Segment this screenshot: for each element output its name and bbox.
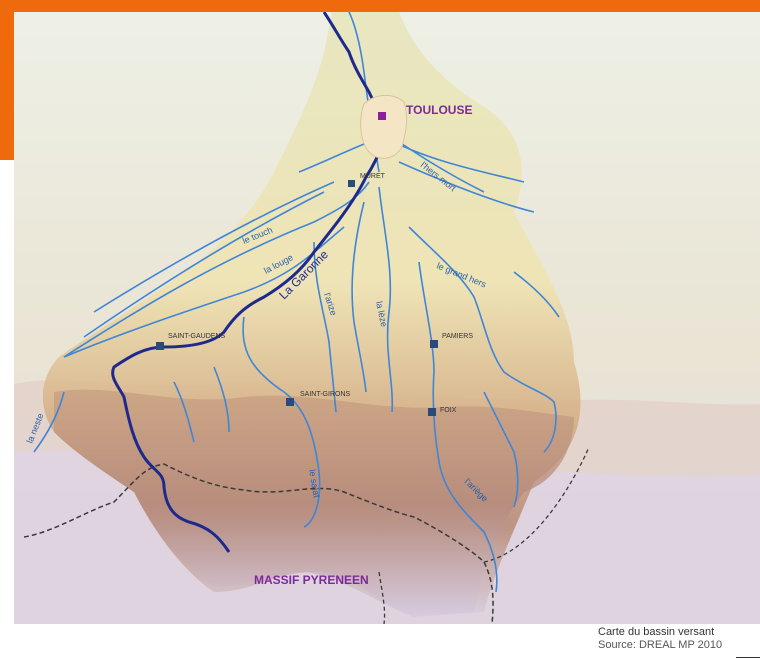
river-trib-w (173, 381, 195, 443)
caption-title: Carte du bassin versant (598, 626, 715, 638)
label-massif: MASSIF PYRENEEN (254, 573, 369, 587)
watershed-map: TOULOUSE MASSIF PYRENEEN MURET SAINT-GAU… (14, 12, 760, 624)
river-arize-low (351, 201, 367, 393)
orange-top-bar (0, 0, 760, 12)
label-muret: MURET (360, 173, 386, 180)
river-touch-tributary (83, 191, 325, 338)
river-hers-mort-3 (398, 161, 535, 213)
river-neste (33, 391, 65, 453)
label-saint-gaudens: SAINT-GAUDENS (168, 333, 226, 340)
river-grand-hers (408, 226, 557, 453)
label-toulouse: TOULOUSE (406, 103, 472, 117)
map-caption: Carte du bassin versant Source: DREAL MP… (598, 626, 722, 652)
river-small-1 (298, 141, 370, 173)
label-pamiers: PAMIERS (442, 333, 473, 340)
river-trib-w2 (213, 366, 230, 433)
town-marker-saint-gaudens (156, 342, 164, 350)
caption-source: Source: DREAL MP 2010 (598, 639, 723, 651)
river-hers-mort-2 (393, 141, 525, 183)
map-frame: TOULOUSE MASSIF PYRENEEN MURET SAINT-GAU… (14, 12, 760, 624)
town-marker-pamiers (430, 340, 438, 348)
river-louge-upper (93, 181, 335, 313)
orange-side-bar (0, 0, 14, 160)
toulouse-city-area (360, 95, 408, 159)
town-marker-saint-girons (286, 398, 294, 406)
river-trib-e (483, 391, 519, 508)
river-arize (313, 241, 337, 413)
basin-mountains (54, 389, 574, 617)
river-leze (378, 186, 394, 413)
town-marker-foix (428, 408, 436, 416)
label-river-salat: le salat (307, 469, 322, 499)
river-ariege (418, 261, 498, 593)
river-salat (242, 316, 321, 528)
town-marker-muret (348, 180, 355, 187)
label-foix: FOIX (440, 407, 457, 414)
label-saint-girons: SAINT-GIRONS (300, 391, 351, 398)
toulouse-marker (378, 112, 386, 120)
river-grand-hers-trib (513, 271, 560, 318)
